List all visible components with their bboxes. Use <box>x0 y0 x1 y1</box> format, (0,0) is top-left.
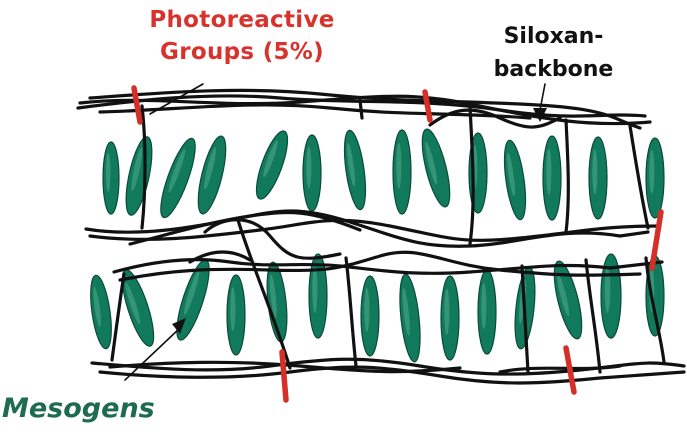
photoreactive-label-line2: Groups (5%) <box>126 36 358 68</box>
mesogen-body <box>103 142 119 214</box>
mesogen-body <box>309 254 327 338</box>
backbone-strand <box>566 120 568 232</box>
mesogen-highlight <box>546 149 551 195</box>
mesogen-highlight <box>592 149 597 194</box>
mesogen-body <box>549 259 588 341</box>
mesogens-group <box>87 127 664 363</box>
mesogen <box>501 139 530 221</box>
mesogen-highlight <box>364 288 369 332</box>
mesogen <box>543 136 561 220</box>
mesogen-body <box>396 273 423 362</box>
mesogen <box>646 138 664 218</box>
mesogen-body <box>361 276 379 356</box>
mesogen-body <box>501 139 530 221</box>
mesogen <box>549 259 588 341</box>
backbone-strand <box>112 274 124 360</box>
mesogen-body <box>589 137 607 219</box>
siloxan-label-line2: backbone <box>466 53 641 86</box>
photoreactive-group <box>425 92 430 120</box>
mesogen <box>417 127 456 209</box>
mesogen <box>103 142 119 214</box>
mesogen <box>87 274 115 350</box>
mesogen-body <box>646 138 664 218</box>
mesogen-body <box>478 270 496 354</box>
mesogen <box>154 135 202 221</box>
mesogen <box>303 135 321 211</box>
mesogen-body <box>303 135 321 211</box>
mesogen-highlight <box>306 146 311 188</box>
mesogen-body <box>227 275 245 355</box>
mesogen <box>250 128 293 202</box>
mesogen <box>396 273 423 362</box>
mesogen <box>193 134 232 216</box>
backbone-strand <box>86 211 648 246</box>
mesogen-body <box>417 127 456 209</box>
mesogen-body <box>341 129 370 211</box>
mesogen-highlight <box>312 267 317 313</box>
photoreactive-groups-label: Photoreactive Groups (5%) <box>126 4 358 68</box>
mesogen <box>393 130 411 214</box>
backbone-strand <box>360 100 362 118</box>
mesogen-highlight <box>396 143 401 189</box>
backbone-strand <box>586 260 600 372</box>
backbone-strand <box>630 126 648 228</box>
mesogens-label: Mesogens <box>2 392 155 426</box>
mesogen-body <box>193 134 232 216</box>
mesogen-body <box>393 130 411 214</box>
photoreactive-group <box>282 352 286 400</box>
mesogen-highlight <box>444 289 449 335</box>
mesogen-highlight <box>649 150 654 194</box>
mesogen <box>121 135 157 217</box>
mesogen <box>341 129 370 211</box>
mesogen-body <box>121 135 157 217</box>
mesogen <box>361 276 379 356</box>
mesogen <box>589 137 607 219</box>
mesogen <box>227 275 245 355</box>
siloxan-backbone-label: Siloxan- backbone <box>466 20 641 86</box>
mesogen <box>441 276 459 360</box>
photoreactive-label-line1: Photoreactive <box>126 4 358 36</box>
mesogen-body <box>154 135 202 221</box>
mesogen <box>309 254 327 338</box>
mesogen <box>478 270 496 354</box>
mesogen-body <box>250 128 293 202</box>
siloxan-label-line1: Siloxan- <box>466 20 641 53</box>
mesogen-body <box>441 276 459 360</box>
mesogen-highlight <box>481 283 486 329</box>
backbone-strand <box>346 258 356 366</box>
mesogen-highlight <box>106 153 110 193</box>
mesogen-body <box>87 274 115 350</box>
mesogen-body <box>543 136 561 220</box>
mesogen-highlight <box>230 287 235 331</box>
